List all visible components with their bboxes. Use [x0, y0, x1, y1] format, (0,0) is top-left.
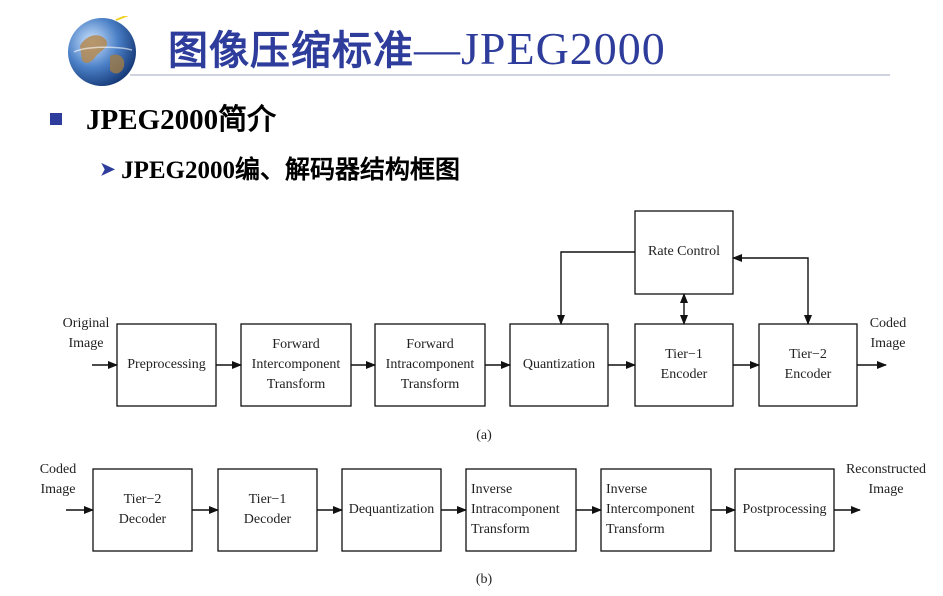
- encoder-block-5-label-line-1: Tier−1: [665, 347, 703, 362]
- bullet-level2: ➤JPEG2000编、解码器结构框图: [100, 150, 460, 186]
- decoder-block-6-label-line-1: Postprocessing: [743, 502, 827, 517]
- encoder-output-label-line-2: Image: [871, 336, 906, 351]
- decoder-block-3-label-line-1: Dequantization: [349, 502, 435, 517]
- globe-icon: [68, 16, 136, 86]
- decoder-block-5: [600, 468, 712, 552]
- rate-control-tier2-link: [732, 254, 812, 325]
- bullet-level1: JPEG2000简介: [50, 96, 276, 138]
- rate-control-label-line-1: Rate Control: [648, 244, 720, 259]
- decoder-block-4-label-line-1: Inverse: [471, 482, 512, 497]
- encoder-block-3-label-line-1: Forward: [406, 337, 453, 352]
- decoder-block-1-label-line-1: Tier−2: [124, 492, 162, 507]
- encoder-block-3-label-line-2: Intracomponent: [386, 357, 475, 372]
- encoder-block-1: [116, 323, 217, 407]
- encoder-output-label-line-1: Coded: [870, 316, 907, 331]
- decoder-block-5-label-line-2: Intercomponent: [606, 502, 695, 517]
- decoder-block-1: [92, 468, 193, 552]
- decoder-block-4-label-line-2: Intracomponent: [471, 502, 560, 517]
- decoder-block-4-label-line-3: Transform: [471, 522, 530, 537]
- title-latin: JPEG2000: [461, 23, 666, 74]
- encoder-block-6-label-line-2: Encoder: [785, 367, 832, 382]
- encoder-input-label-line-2: Image: [69, 336, 104, 351]
- title-underline: [130, 74, 890, 76]
- page-title: 图像压缩标准—JPEG2000: [168, 18, 666, 76]
- encoder-caption-line-1: (a): [476, 428, 492, 443]
- encoder-block-1-label-line-1: Preprocessing: [127, 357, 206, 372]
- encoder-block-6-label-line-1: Tier−2: [789, 347, 827, 362]
- encoder-block-4-label-line-1: Quantization: [523, 357, 595, 372]
- decoder-output-label-line-2: Image: [869, 482, 904, 497]
- decoder-block-2-label-line-2: Decoder: [244, 512, 292, 527]
- encoder-input-label-line-1: Original: [63, 316, 110, 331]
- encoder-block-2: [240, 323, 352, 407]
- decoder-block-2-label-line-1: Tier−1: [249, 492, 287, 507]
- decoder-block-5-label-line-1: Inverse: [606, 482, 647, 497]
- encoder-block-5-label-line-2: Encoder: [661, 367, 708, 382]
- rate-control-block: [634, 210, 734, 295]
- decoder-output-label-line-1: Reconstructed: [846, 462, 926, 477]
- decoder-block-1-label-line-2: Decoder: [119, 512, 167, 527]
- bullet-level1-text: JPEG2000简介: [86, 104, 277, 136]
- encoder-block-2-label-line-3: Transform: [267, 377, 326, 392]
- decoder-block-4: [465, 468, 577, 552]
- decoder-block-6: [734, 468, 835, 552]
- decoder-input-label-line-2: Image: [41, 482, 76, 497]
- bullet-level2-text: JPEG2000编、解码器结构框图: [121, 157, 460, 184]
- encoder-block-6: [758, 323, 858, 407]
- arrow-bullet-icon: ➤: [100, 159, 116, 179]
- encoder-block-2-label-line-2: Intercomponent: [252, 357, 341, 372]
- decoder-caption-line-1: (b): [476, 572, 493, 587]
- square-bullet-icon: [50, 113, 62, 125]
- title-dash: —: [414, 23, 461, 74]
- encoder-block-5: [634, 323, 734, 407]
- rate-control-to-quantization-arrow: [557, 251, 635, 325]
- decoder-input-label-line-1: Coded: [40, 462, 77, 477]
- title-cn: 图像压缩标准: [168, 28, 414, 74]
- decoder-block-3: [341, 468, 442, 552]
- encoder-block-2-label-line-1: Forward: [272, 337, 319, 352]
- decoder-block-5-label-line-3: Transform: [606, 522, 665, 537]
- decoder-block-2: [217, 468, 318, 552]
- encoder-block-3-label-line-3: Transform: [401, 377, 460, 392]
